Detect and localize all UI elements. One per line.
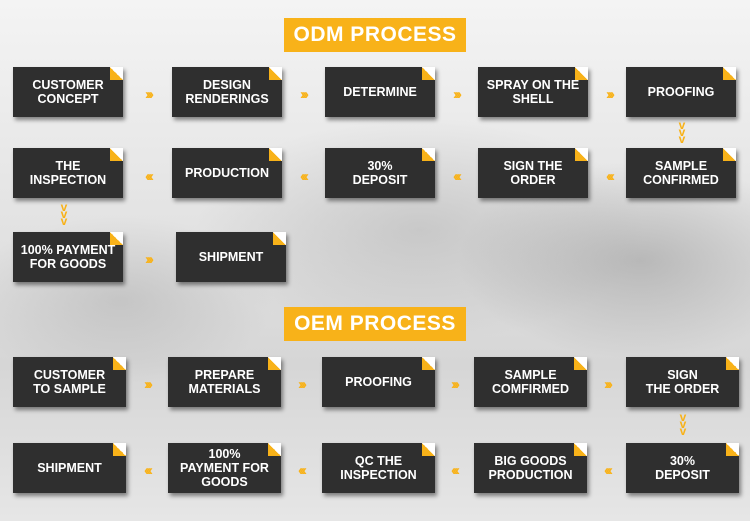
oem-step-shipment: SHIPMENT — [13, 443, 126, 493]
oem-step-sign-the-order: SIGN THE ORDER — [626, 357, 739, 407]
triple-chevron-left-icon: ‹‹‹ — [145, 168, 154, 185]
odm-step-label: SPRAY ON THE SHELL — [486, 78, 580, 106]
odm-step-determine: DETERMINE — [325, 67, 435, 117]
odm-step-100-payment-for-goods: 100% PAYMENT FOR GOODS — [13, 232, 123, 282]
oem-step-qc-the-inspection: QC THE INSPECTION — [322, 443, 435, 493]
triple-chevron-left-icon: ‹‹‹ — [300, 168, 309, 185]
oem-step-customer-to-sample: CUSTOMER TO SAMPLE — [13, 357, 126, 407]
folded-corner-icon — [269, 67, 282, 80]
oem-step-sample-comfirmed: SAMPLE COMFIRMED — [474, 357, 587, 407]
folded-corner-icon — [726, 357, 739, 370]
oem-step-label: 30% DEPOSIT — [655, 454, 710, 482]
oem-step-big-goods-production: BIG GOODS PRODUCTION — [474, 443, 587, 493]
triple-chevron-right-icon: ››› — [451, 376, 460, 393]
odm-step-label: DESIGN RENDERINGS — [185, 78, 269, 106]
triple-chevron-left-icon: ‹‹‹ — [604, 462, 613, 479]
oem-step-prepare-materials: PREPARE MATERIALS — [168, 357, 281, 407]
oem-step-label: BIG GOODS PRODUCTION — [488, 454, 573, 482]
folded-corner-icon — [110, 148, 123, 161]
folded-corner-icon — [110, 232, 123, 245]
odm-step-label: SIGN THE ORDER — [503, 159, 563, 187]
oem-step-label: SHIPMENT — [37, 461, 102, 475]
folded-corner-icon — [574, 357, 587, 370]
folded-corner-icon — [726, 443, 739, 456]
oem-step-label: QC THE INSPECTION — [340, 454, 417, 482]
triple-chevron-left-icon: ‹‹‹ — [144, 462, 153, 479]
triple-chevron-right-icon: ››› — [300, 86, 309, 103]
oem-process-title: OEM PROCESS — [284, 307, 466, 341]
odm-step-sample-confirmed: SAMPLE CONFIRMED — [626, 148, 736, 198]
triple-chevron-left-icon: ‹‹‹ — [298, 462, 307, 479]
odm-step-label: 100% PAYMENT FOR GOODS — [20, 243, 116, 271]
folded-corner-icon — [110, 67, 123, 80]
folded-corner-icon — [113, 357, 126, 370]
triple-chevron-right-icon: ››› — [453, 86, 462, 103]
odm-step-label: PRODUCTION — [184, 166, 270, 180]
triple-chevron-right-icon: ››› — [145, 251, 154, 268]
folded-corner-icon — [422, 148, 435, 161]
oem-step-label: PREPARE MATERIALS — [188, 368, 261, 396]
folded-corner-icon — [113, 443, 126, 456]
folded-corner-icon — [422, 443, 435, 456]
folded-corner-icon — [575, 148, 588, 161]
odm-step-label: SHIPMENT — [198, 250, 264, 264]
odm-step-sign-the-order: SIGN THE ORDER — [478, 148, 588, 198]
odm-step-customer-concept: CUSTOMER CONCEPT — [13, 67, 123, 117]
triple-chevron-left-icon: ‹‹‹ — [606, 168, 615, 185]
folded-corner-icon — [723, 148, 736, 161]
odm-step-design-renderings: DESIGN RENDERINGS — [172, 67, 282, 117]
folded-corner-icon — [268, 443, 281, 456]
oem-step-label: 100% PAYMENT FOR GOODS — [180, 447, 269, 489]
oem-step-label: PROOFING — [345, 375, 412, 389]
odm-step-30-deposit: 30% DEPOSIT — [325, 148, 435, 198]
triple-chevron-left-icon: ‹‹‹ — [451, 462, 460, 479]
odm-step-label: 30% DEPOSIT — [352, 159, 408, 187]
triple-chevron-right-icon: ››› — [606, 86, 615, 103]
folded-corner-icon — [422, 67, 435, 80]
odm-step-the-inspection: THE INSPECTION — [13, 148, 123, 198]
folded-corner-icon — [422, 357, 435, 370]
triple-chevron-right-icon: ››› — [144, 376, 153, 393]
folded-corner-icon — [574, 443, 587, 456]
folded-corner-icon — [273, 232, 286, 245]
oem-step-30-deposit: 30% DEPOSIT — [626, 443, 739, 493]
oem-step-label: SAMPLE COMFIRMED — [491, 368, 570, 396]
oem-step-label: SIGN THE ORDER — [645, 368, 720, 396]
folded-corner-icon — [269, 148, 282, 161]
odm-process-title: ODM PROCESS — [284, 18, 466, 52]
oem-step-proofing: PROOFING — [322, 357, 435, 407]
odm-step-proofing: PROOFING — [626, 67, 736, 117]
folded-corner-icon — [268, 357, 281, 370]
odm-step-label: DETERMINE — [343, 85, 417, 99]
triple-chevron-right-icon: ››› — [298, 376, 307, 393]
odm-step-label: CUSTOMER CONCEPT — [32, 78, 104, 106]
triple-chevron-left-icon: ‹‹‹ — [453, 168, 462, 185]
odm-step-label: THE INSPECTION — [29, 159, 107, 187]
oem-step-100-payment-for-goods: 100% PAYMENT FOR GOODS — [168, 443, 281, 493]
odm-step-production: PRODUCTION — [172, 148, 282, 198]
folded-corner-icon — [575, 67, 588, 80]
folded-corner-icon — [723, 67, 736, 80]
odm-step-label: PROOFING — [647, 85, 715, 99]
triple-chevron-right-icon: ››› — [604, 376, 613, 393]
odm-step-shipment: SHIPMENT — [176, 232, 286, 282]
oem-step-label: CUSTOMER TO SAMPLE — [33, 368, 106, 396]
odm-step-label: SAMPLE CONFIRMED — [643, 159, 719, 187]
triple-chevron-right-icon: ››› — [145, 86, 154, 103]
odm-step-spray-on-the-shell: SPRAY ON THE SHELL — [478, 67, 588, 117]
